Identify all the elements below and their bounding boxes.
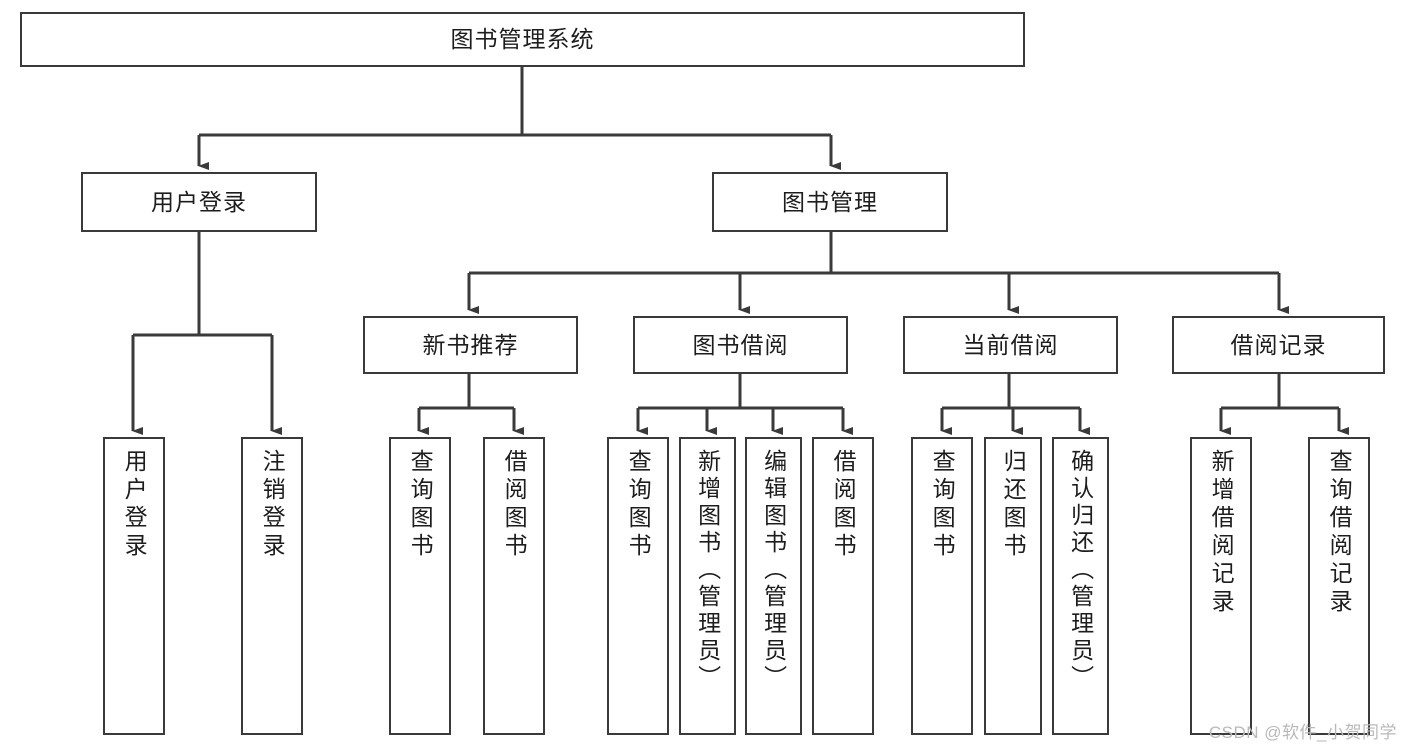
node-system-root[interactable]: 图书管理系统 [20,12,1025,67]
node-label: 归还图书 [1000,449,1027,561]
node-leaf-edit-book-admin[interactable]: 编辑图书（管理员） [745,437,802,735]
node-label: 查询借阅记录 [1326,449,1353,617]
node-leaf-query-book-recommend[interactable]: 查询图书 [389,437,451,735]
node-leaf-return-book[interactable]: 归还图书 [984,437,1042,735]
node-label: 图书管理系统 [450,26,595,52]
node-label: 新书推荐 [422,331,519,358]
node-new-book-recommend[interactable]: 新书推荐 [363,316,578,374]
node-leaf-user-login[interactable]: 用户登录 [103,437,165,735]
node-label: 借阅记录 [1230,331,1327,358]
node-leaf-add-borrow-record[interactable]: 新增借阅记录 [1190,437,1252,735]
node-borrow-record[interactable]: 借阅记录 [1172,316,1385,374]
node-label: 用户登录 [121,449,148,561]
node-label: 用户登录 [151,188,247,215]
node-label: 新增借阅记录 [1208,449,1235,617]
node-label: 当前借阅 [962,331,1059,358]
node-label: 新增图书（管理员） [694,449,721,692]
csdn-watermark: CSDN @软件_小贺同学 [1208,723,1397,742]
node-leaf-borrow-book[interactable]: 借阅图书 [812,437,874,735]
node-leaf-add-book-admin[interactable]: 新增图书（管理员） [679,437,736,735]
node-leaf-query-borrow-record[interactable]: 查询借阅记录 [1308,437,1370,735]
node-label: 借阅图书 [501,449,528,561]
node-label: 编辑图书（管理员） [760,449,787,692]
node-label: 查询图书 [929,449,956,561]
node-leaf-query-book-current[interactable]: 查询图书 [911,437,973,735]
node-leaf-logout[interactable]: 注销登录 [241,437,303,735]
node-label: 图书管理 [782,188,878,215]
node-current-borrow[interactable]: 当前借阅 [903,316,1118,374]
node-label: 查询图书 [625,449,652,561]
node-label: 图书借阅 [692,331,789,358]
node-book-management[interactable]: 图书管理 [712,172,948,232]
node-label: 借阅图书 [830,449,857,561]
node-label: 确认归还（管理员） [1067,449,1094,692]
node-book-borrow[interactable]: 图书借阅 [633,316,848,374]
node-leaf-borrow-book-recommend[interactable]: 借阅图书 [483,437,545,735]
node-label: 查询图书 [407,449,434,561]
node-user-login[interactable]: 用户登录 [81,172,317,232]
node-label: 注销登录 [259,449,286,561]
node-leaf-query-book-borrow[interactable]: 查询图书 [607,437,669,735]
node-leaf-confirm-return-admin[interactable]: 确认归还（管理员） [1052,437,1109,735]
